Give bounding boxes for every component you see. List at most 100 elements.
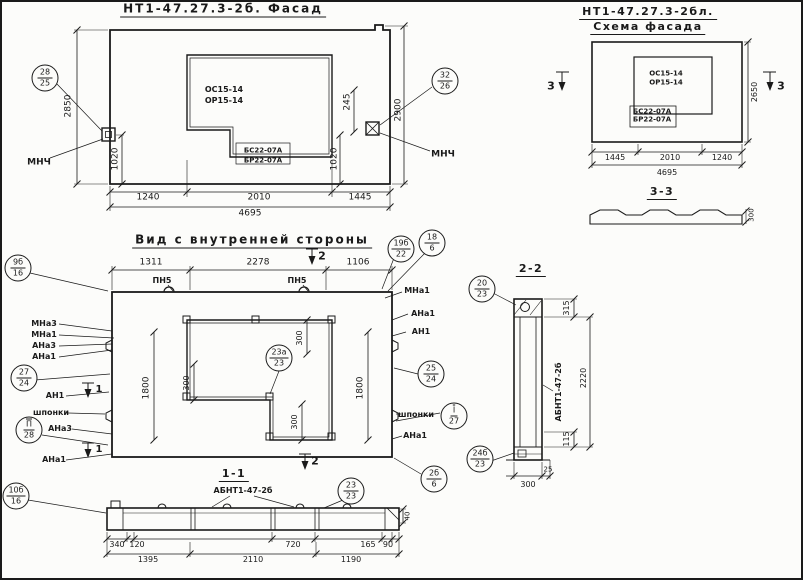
callout-bottom-number: 27 [448, 416, 460, 426]
dim-115: 115 [562, 431, 571, 447]
dim-315: 315 [562, 300, 571, 316]
callout-bottom-number: 28 [23, 430, 35, 440]
callout-bottom-number: 23 [474, 459, 486, 469]
callout-P-28: П 28 [15, 416, 43, 444]
mark-an1-right: АН1 [411, 327, 431, 336]
section-mark-1-upper: 1 [95, 384, 103, 395]
callout-top-number: 2б [426, 468, 442, 480]
callout-bottom-number: 26 [439, 81, 451, 91]
dim-2850: 2850 [63, 94, 74, 118]
dim-245: 245 [342, 93, 353, 111]
callout-top-number: 24б [470, 448, 490, 460]
callout-top-number: 10б [6, 485, 26, 497]
callout-top-number: 25 [423, 363, 439, 375]
inner-view-title: Вид с внутренней стороны [132, 234, 372, 249]
mark-ana3-left-top: АНа3 [32, 341, 56, 350]
callout-27-24: 27 24 [10, 364, 38, 392]
callout-bottom-number: 22 [395, 249, 407, 259]
section-mark-3-right: 3 [777, 79, 785, 93]
scheme-mark-bs: БС22-07А [632, 107, 672, 116]
dim-1106: 1106 [346, 257, 370, 268]
callout-top-number: 27 [16, 367, 32, 379]
callout-top-number: 9б [10, 257, 26, 269]
dim-40: 40 [403, 511, 412, 521]
window-mark-or: ОР15-14 [204, 96, 244, 105]
anchor-label-mnch-right: МНЧ [431, 149, 455, 160]
callout-I-27: I 27 [440, 402, 468, 430]
scheme-dim-1240: 1240 [711, 153, 733, 162]
scheme-mark-or: ОР15-14 [649, 78, 683, 87]
mark-shponki-left: шпонки [32, 408, 70, 417]
callout-bottom-number: 23 [476, 289, 488, 299]
dim-300-section: 300 [520, 480, 536, 489]
facade-callout-left: 28 25 [31, 64, 59, 92]
dim-1020-left: 1020 [110, 147, 121, 171]
section-2-2-mark-abnt: АБНТ1-47-2б [554, 362, 563, 422]
callout-bottom-number: 23 [345, 491, 357, 501]
dim-2010: 2010 [247, 192, 271, 203]
callout-bottom-number: 16 [10, 496, 22, 506]
scheme-title-line1: НТ1-47.27.3-2бл. [579, 6, 717, 20]
callout-9b-16: 9б 16 [4, 254, 32, 282]
scheme-mark-os: ОС15-14 [649, 69, 683, 78]
callout-bottom-number: 24 [425, 374, 437, 384]
dim-340: 340 [109, 540, 125, 549]
dim-300-top: 300 [295, 330, 304, 346]
mark-ana1-right-bottom: АНа1 [403, 431, 427, 440]
callout-top-number: 23 [343, 480, 359, 492]
dim-4695-facade: 4695 [238, 208, 262, 219]
mark-ana1-right-top: АНа1 [411, 309, 435, 318]
dim-1190: 1190 [340, 555, 362, 564]
mark-mna3-left: МНа3 [31, 319, 57, 328]
scheme-dim-4695: 4695 [656, 168, 678, 177]
mark-ana3-left-bottom: АНа3 [48, 424, 72, 433]
dim-2278: 2278 [246, 257, 270, 268]
scheme-dim-1445: 1445 [604, 153, 626, 162]
section-mark-2-bottom: 2 [311, 454, 319, 468]
callout-18-6: 18 6 [418, 229, 446, 257]
dim-120: 120 [129, 540, 145, 549]
callout-top-number: 19б [391, 238, 411, 250]
section-mark-1-lower: 1 [95, 444, 103, 455]
callout-20-23: 20 23 [468, 275, 496, 303]
window-mark-os: ОС15-14 [204, 85, 244, 94]
callout-bottom-number: 6 [429, 243, 435, 253]
callout-23-23: 23 23 [337, 477, 365, 505]
scheme-dim-2010: 2010 [659, 153, 681, 162]
callout-19b-22: 19б 22 [387, 235, 415, 263]
facade-callout-right: 32 26 [431, 67, 459, 95]
callout-top-number: 28 [37, 67, 53, 79]
dim-2900: 2900 [393, 98, 404, 122]
dim-90: 90 [382, 540, 394, 549]
facade-geometry [49, 22, 433, 211]
callout-top-number: 32 [437, 70, 453, 82]
scheme-mark-br: БР22-07А [632, 115, 672, 124]
scheme-title-line2: Схема фасада [590, 21, 706, 35]
dim-1445: 1445 [348, 192, 372, 203]
window-mark-br: БР22-07А [243, 156, 283, 165]
dim-2220: 2220 [579, 367, 588, 389]
dim-25: 25 [543, 465, 553, 474]
dim-1395: 1395 [137, 555, 159, 564]
section-mark-3-left: 3 [547, 79, 555, 93]
dim-1240: 1240 [136, 192, 160, 203]
section-2-2-geometry [490, 292, 594, 480]
callout-top-number: 18 [424, 232, 440, 244]
section-1-1-title: 1-1 [218, 468, 250, 482]
mark-mna1-left: МНа1 [31, 330, 57, 339]
inner-view-geometry [27, 248, 441, 514]
mark-an1-left: АН1 [45, 391, 65, 400]
section-3-3-title: 3-3 [646, 186, 678, 200]
callout-top-number: П [23, 419, 34, 431]
callout-top-number: 20 [474, 278, 490, 290]
callout-bottom-number: 24 [18, 378, 30, 388]
dim-1311: 1311 [139, 257, 163, 268]
callout-bottom-number: 23 [273, 358, 285, 368]
callout-top-number: I [450, 405, 458, 417]
dim-1800-right: 1800 [355, 376, 366, 400]
section-mark-2-top: 2 [318, 249, 326, 263]
dim-1020-right: 1020 [329, 147, 340, 171]
mark-mna1-right: МНа1 [404, 286, 430, 295]
